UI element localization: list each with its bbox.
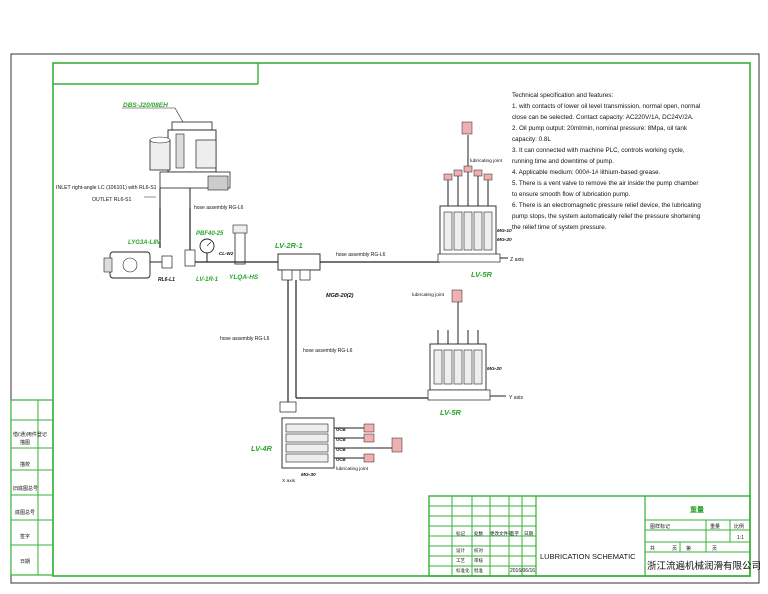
pump-model-label: DBS-J20/08EH [123,102,168,109]
tb-sign-0: 设计 [456,547,465,554]
tb-row-label-0: 标记 [456,530,465,537]
pump-unit: DBS-J20/08EH [122,102,231,208]
ocb-label-1: OCB [336,427,346,432]
tb-sign-2: 审核 [474,557,483,564]
outlet-label: OUTLET RL6-S1 [92,197,132,203]
spec-line-5: running time and downtime of pump. [512,158,614,165]
spec-line-7: 5. There is a vent valve to remove the a… [512,180,698,187]
left-column-table: 借(通)用件登记 描图 描校 旧底图总号 底图总号 签字 日期 [10,399,54,576]
tb-row-label-2: 更改文件号 [490,530,513,537]
spec-title: Technical specification and features: [512,92,613,99]
mg-mid-label: MG-20 [487,366,502,372]
tb-sign-4: 工艺 [456,558,465,564]
spec-line-0: 1. with contacts of lower oil level tran… [512,103,700,110]
tb-row-label-3: 签字 [510,530,519,537]
spec-block: Technical specification and features: 1.… [512,92,701,231]
lv2r1-label: LV-2R-1 [275,241,303,250]
lv2r1-distributor [277,253,321,281]
spec-line-4: 3. It can connected with machine PLC, co… [512,147,685,154]
mg-bot-label: MG-30 [301,472,316,478]
lub-joint-label-bot: lubricating joint [336,466,369,472]
hose-label-3: hose assembly RG-L6 [303,348,353,354]
left-col-label-5: 签字 [20,533,30,540]
cl-label: CL-W2 [219,251,234,256]
tb-sign-1: 校对 [474,547,483,554]
mgb-label: MGB-20(2) [326,293,354,299]
filter-component [103,251,151,279]
z-axis-label: Z axis [510,257,524,263]
lv5r-mid-label: LV-5R [440,408,462,417]
hose-label-2: hose assembly RG-L6 [336,252,386,258]
spec-line-8: to ensure smooth flow of lubrication pum… [512,191,631,198]
hose-label-4: hose assembly RG-L6 [220,336,270,342]
lub-joint-label-top: lubricating joint [470,158,503,164]
pressure-gauge [199,238,215,262]
bottom-distributor [279,401,403,469]
spec-line-3: capacity: 0.8L [512,136,551,143]
x-axis-label: X axis [282,478,296,484]
fitting-rl6l1 [161,255,173,269]
lub-joint-label-mid: lubricating joint [412,292,445,298]
left-col-label-3: 旧底图总号 [13,485,38,492]
tb-hdr-sheet2: 第 [686,545,691,552]
tb-date: 2016/06/16 [510,568,535,574]
filter-label: LYG3A-L8V [128,240,162,246]
ocb-label-3: OCB [336,447,346,452]
tb-sign-5: 标准化 [456,567,470,574]
top-distributor [437,121,501,263]
lv4r-label: LV-4R [251,444,273,453]
left-col-label-2: 描校 [20,461,30,468]
left-col-label-4: 底图总号 [15,509,35,516]
spec-line-6: 4. Applicable medium: 000#-1# lithium-ba… [512,169,661,176]
inlet-label: INLET right-angle LC (106101) with RL6-S… [56,185,157,191]
lv5r-top-label: LV-5R [471,270,493,279]
ocb-label-2: OCB [336,437,346,442]
tb-hdr-ratio: 比例 [734,523,744,530]
tb-hdr-sheet: 页 [672,546,677,552]
ylqa-valve [232,224,248,265]
check-valve [184,249,196,267]
left-col-label-6: 日期 [20,559,30,565]
y-axis-label: Y axis [509,395,523,401]
ylqa-label: YLQA-HS [229,274,259,281]
tb-hdr-mark: 图样标记 [650,523,670,530]
outer-border [10,53,760,584]
spec-line-11: the relief time of system pressure. [512,224,607,231]
tb-row-label-4: 日期 [524,531,533,537]
weight-title: 重量 [690,505,704,514]
spec-line-1: close can be selected. Contact capacity:… [512,114,694,121]
tb-hdr-weight: 重量 [710,523,720,530]
inner-frame [52,62,751,577]
mg-top-b-label: MG-20 [497,237,512,243]
tb-hdr-page: 页 [712,546,717,552]
rl6l1-label: RL6-L1 [158,277,175,283]
ocb-label-4: OCB [336,457,346,462]
left-col-label-1: 描图 [20,439,30,446]
tb-sign-3: 批准 [474,567,483,574]
mg-top-a-label: MG-10 [497,228,512,234]
tb-row-label-1: 处数 [474,530,483,537]
left-col-label-0: 借(通)用件登记 [13,431,47,438]
gauge-label: PBF40-25 [196,231,224,237]
spec-line-10: pump stops, the system automatically rel… [512,213,701,220]
spec-line-2: 2. Oil pump output: 20ml/min, nominal pr… [512,125,688,132]
spec-line-9: 6. There is an electromagnetic pressure … [512,202,701,209]
check-valve-label: LV-1R-1 [196,277,219,283]
tb-scale-ratio: 1:1 [737,535,744,541]
tb-hdr-total: 共 [650,545,655,552]
title-block: 标记 处数 更改文件号 签字 日期 设计 校对 审核 批准 工艺 标准化 201… [428,495,761,577]
hose-label-1: hose assembly RG-L6 [194,205,244,211]
company-name: 浙江流遍机械润滑有限公司 [647,560,761,572]
drawing-title: LUBRICATION SCHEMATIC [540,552,636,561]
middle-distributor [427,289,491,401]
